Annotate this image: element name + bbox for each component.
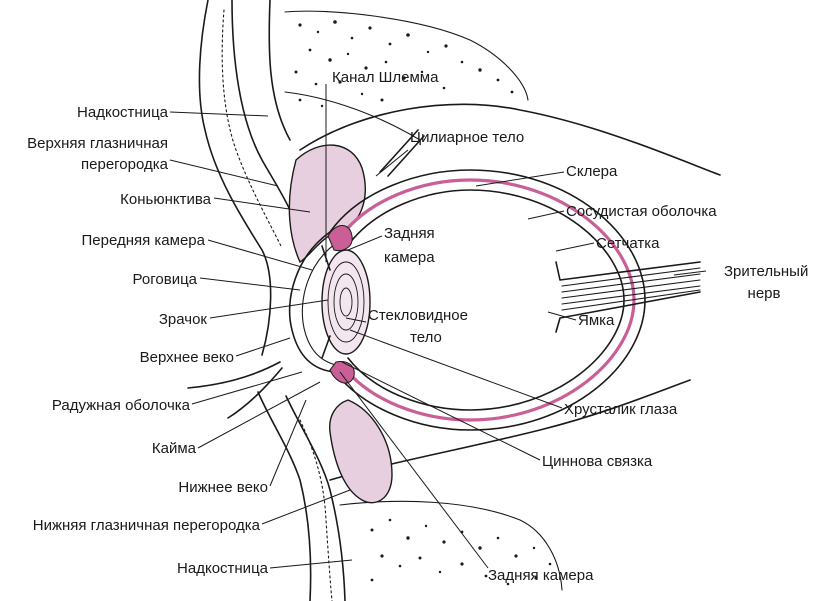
lens — [321, 249, 371, 355]
label-posterior-chamber-top-line1: Задняя — [384, 225, 435, 242]
ciliary-body-bottom — [329, 361, 355, 384]
eyelashes — [187, 361, 283, 419]
label-lower-eyelid: Нижнее веко — [178, 479, 268, 496]
retina-outline — [345, 189, 625, 411]
label-upper-septum-line1: Верхняя глазничная — [27, 135, 168, 152]
label-vitreous-line2: тело — [410, 329, 442, 346]
label-ciliary-body: Цилиарное тело — [410, 129, 524, 146]
label-lens: Хрусталик глаза — [564, 401, 678, 418]
label-retina: Сетчатка — [596, 235, 660, 252]
label-lower-septum: Нижняя глазничная перегородка — [33, 517, 261, 534]
label-posterior-chamber-top-line2: камера — [384, 249, 435, 266]
label-periosteum-bottom: Надкостница — [177, 560, 269, 577]
orbit-bone-bottom — [339, 500, 563, 591]
label-optic-nerve-line2: нерв — [748, 285, 781, 302]
label-choroid: Сосудистая оболочка — [566, 203, 717, 220]
cornea — [288, 231, 336, 373]
leader-lines — [169, 84, 707, 569]
lower-conjunctival-sac — [329, 399, 393, 504]
label-optic-nerve-line1: Зрительный — [724, 263, 808, 280]
label-sclera: Склера — [566, 163, 618, 180]
label-upper-eyelid: Верхнее веко — [140, 349, 234, 366]
label-iris: Радужная оболочка — [52, 397, 191, 414]
label-periosteum-top: Надкостница — [77, 104, 169, 121]
label-zonule: Циннова связка — [542, 453, 653, 470]
label-rim: Кайма — [152, 440, 197, 457]
label-cornea: Роговица — [133, 271, 198, 288]
label-posterior-chamber-bottom: Задняя камера — [488, 567, 594, 584]
ciliary-body-top — [327, 225, 353, 251]
label-upper-septum-line2: перегородка — [81, 156, 169, 173]
label-fovea: Ямка — [578, 312, 615, 329]
orbit-bone-top — [284, 10, 529, 141]
label-pupil: Зрачок — [159, 311, 208, 328]
upper-conjunctival-sac — [288, 144, 366, 264]
label-anterior-chamber: Передняя камера — [81, 232, 205, 249]
sclera-outline — [329, 169, 646, 431]
label-schlemm-canal: Канал Шлемма — [332, 69, 439, 86]
label-conjunctiva: Коньюнктива — [120, 191, 211, 208]
optic-nerve — [555, 261, 701, 333]
iris-bottom — [321, 335, 331, 359]
label-vitreous-line1: Стекловидное — [368, 307, 468, 324]
